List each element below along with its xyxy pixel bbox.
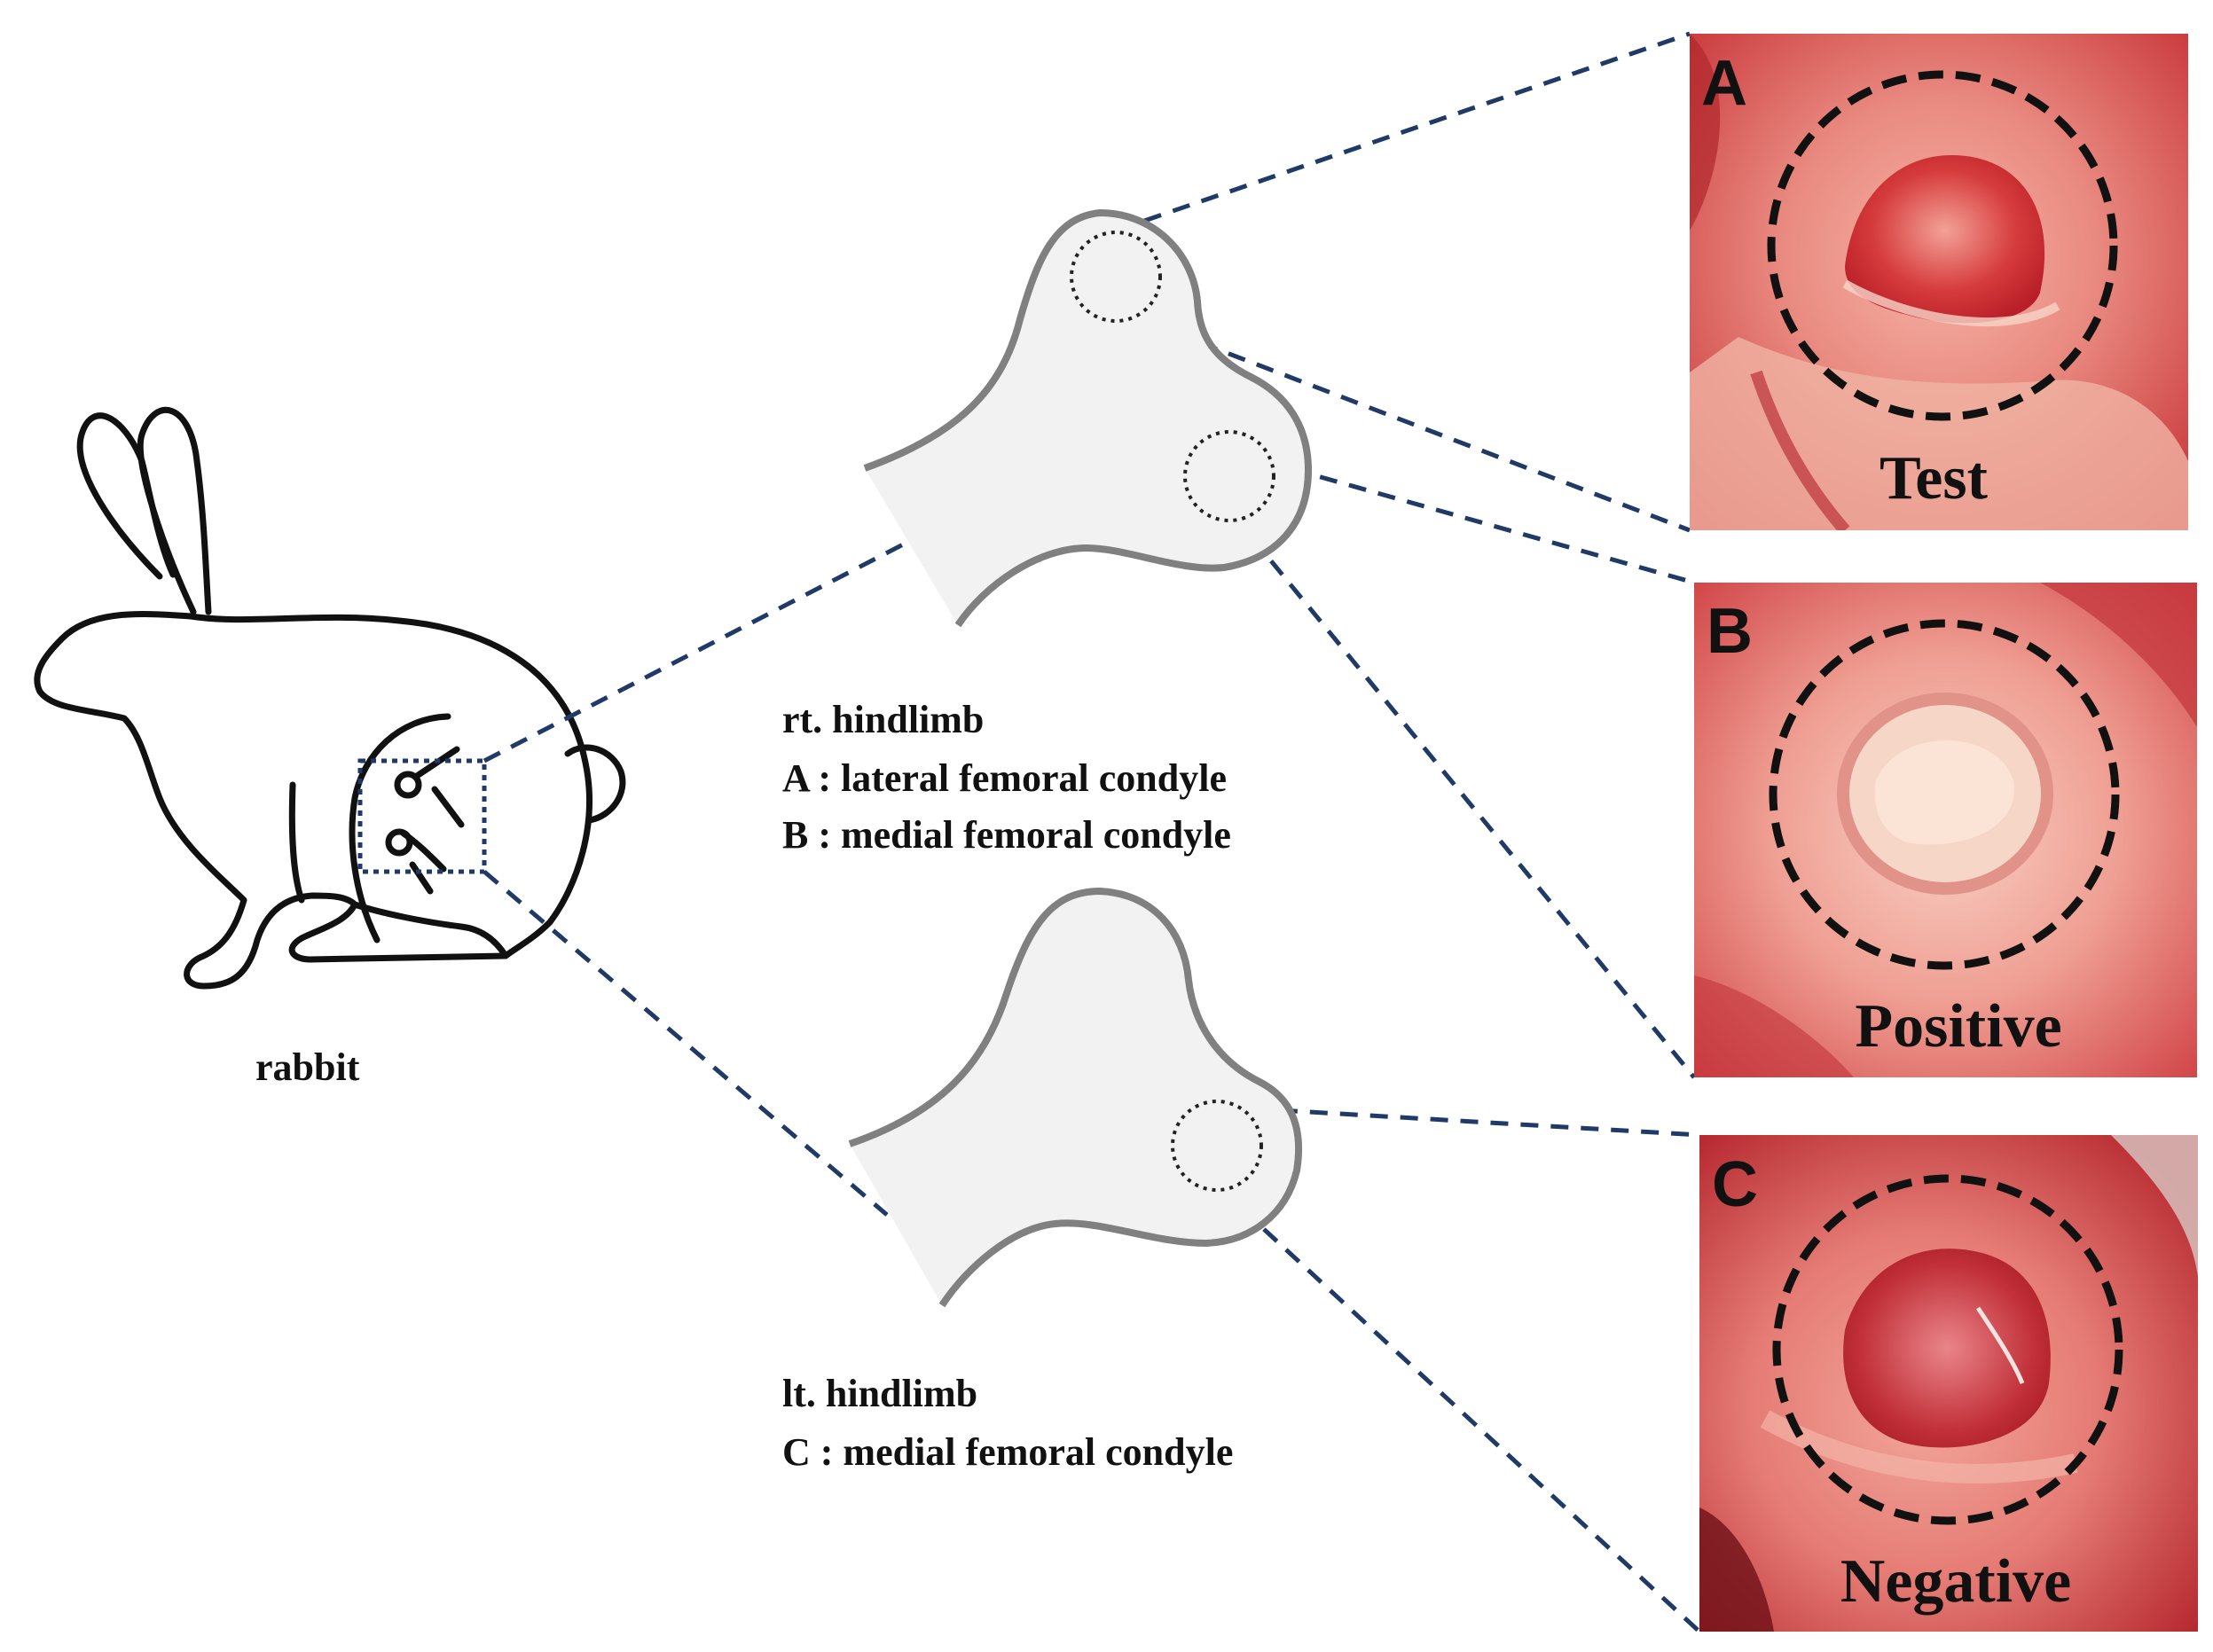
rabbit-bones-icon [385, 746, 465, 895]
connector-a-top [1115, 31, 1691, 233]
rabbit-hind-foot [351, 901, 509, 959]
connector-b-top [1232, 450, 1695, 585]
panel-c-dashed-circle [1772, 1174, 2123, 1525]
lt-hindlimb-line-c: C : medial femoral condyle [782, 1430, 1233, 1474]
rt-medial-condyle-marker [1183, 430, 1275, 522]
rabbit-outline [34, 406, 626, 990]
lt-medial-condyle-marker [1171, 1100, 1263, 1192]
rabbit-tail [564, 744, 626, 824]
lt-hindlimb-title: lt. hindlimb [782, 1372, 977, 1415]
rabbit-selection-box [357, 758, 487, 874]
rabbit-ear-front [137, 406, 212, 615]
panel-a-caption: Test [1879, 444, 1988, 513]
rabbit-body [34, 611, 592, 990]
panel-a-letter: A [1701, 48, 1747, 119]
panel-b-dashed-circle [1769, 619, 2120, 970]
rabbit-ear-back [76, 412, 177, 580]
connector-rabbit-to-rt [483, 540, 908, 763]
rt-lateral-condyle-marker [1070, 231, 1162, 323]
rt-hindlimb-line-a: A : lateral femoral condyle [782, 756, 1227, 800]
panel-c-letter: C [1712, 1149, 1758, 1220]
rt-femur-diagram [863, 209, 1312, 628]
panel-a-dashed-circle [1767, 70, 2118, 421]
connector-b-bottom [1231, 513, 1696, 1079]
lt-femur-diagram [848, 888, 1303, 1308]
panel-c-caption: Negative [1840, 1547, 2071, 1616]
photo-panel-b [1694, 583, 2197, 1077]
panel-b-caption: Positive [1855, 992, 2061, 1061]
rt-hindlimb-line-b: B : medial femoral condyle [782, 813, 1231, 857]
connector-c-top [1219, 1104, 1700, 1138]
rabbit-front-leg [288, 781, 305, 904]
panel-b-letter: B [1707, 596, 1753, 667]
connector-c-bottom [1218, 1186, 1701, 1633]
rabbit-label: rabbit [255, 1045, 360, 1089]
rt-hindlimb-title: rt. hindlimb [782, 698, 984, 741]
rabbit-haunch [349, 713, 451, 943]
